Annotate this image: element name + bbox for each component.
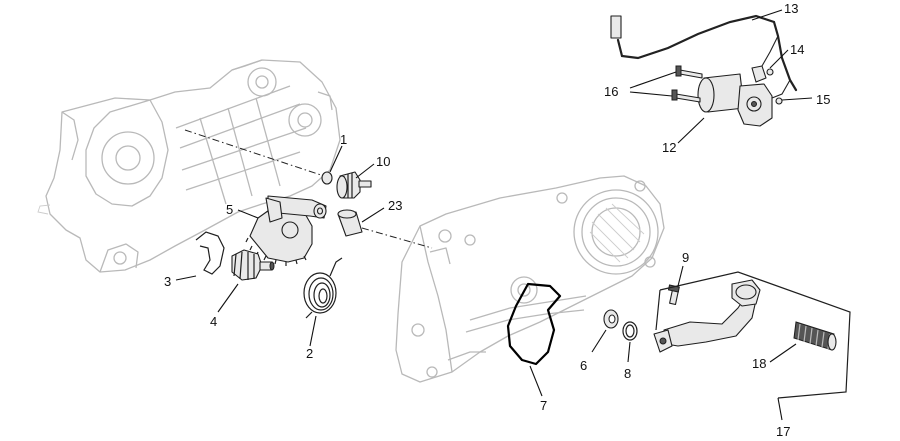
part-23-bushing (337, 209, 363, 237)
right-variator-cover-outline (395, 175, 665, 383)
callout-5: 5 (226, 202, 233, 217)
part-1-bushing (321, 171, 333, 185)
part-15-washer (775, 97, 783, 105)
callout-2: 2 (306, 346, 313, 361)
callout-3: 3 (164, 274, 171, 289)
assembly-axis-line-2 (361, 227, 433, 249)
part-14-nut (766, 68, 774, 76)
assembly-axis-line (184, 129, 331, 179)
callout-13: 13 (784, 1, 798, 16)
callout-16: 16 (604, 84, 618, 99)
callout-8: 8 (624, 366, 631, 381)
part-6-washer (603, 309, 619, 329)
part-17-kickstart-lever-box (655, 271, 851, 399)
part-10-starter-pinion (336, 171, 372, 199)
part-12-starter-motor (697, 65, 773, 127)
left-crankcase-outline (37, 59, 341, 273)
kickstart-lever (653, 279, 761, 353)
part-2-return-spring (303, 257, 343, 319)
callout-6: 6 (580, 358, 587, 373)
callout-23: 23 (388, 198, 402, 213)
callout-4: 4 (210, 314, 217, 329)
part-13-starter-cable (610, 14, 798, 99)
part-7-gasket (506, 282, 562, 366)
callout-10: 10 (376, 154, 390, 169)
part-4-driven-gear (231, 249, 275, 281)
callout-labels: 1 2 3 4 5 6 7 8 9 10 12 13 14 15 16 17 1… (164, 1, 830, 439)
callout-12: 12 (662, 140, 676, 155)
callout-17: 17 (776, 424, 790, 439)
leader-lines (175, 9, 813, 421)
callout-15: 15 (816, 92, 830, 107)
part-16-starter-bolts (671, 65, 703, 103)
part-18-lever-grip (793, 321, 837, 351)
part-3-clip (195, 231, 225, 275)
part-8-circlip (622, 321, 638, 341)
part-5-kickstart-gear (245, 195, 327, 266)
callout-18: 18 (752, 356, 766, 371)
callout-9: 9 (682, 250, 689, 265)
callout-7: 7 (540, 398, 547, 413)
callout-1: 1 (340, 132, 347, 147)
part-9-bolt (667, 284, 680, 306)
callout-14: 14 (790, 42, 804, 57)
